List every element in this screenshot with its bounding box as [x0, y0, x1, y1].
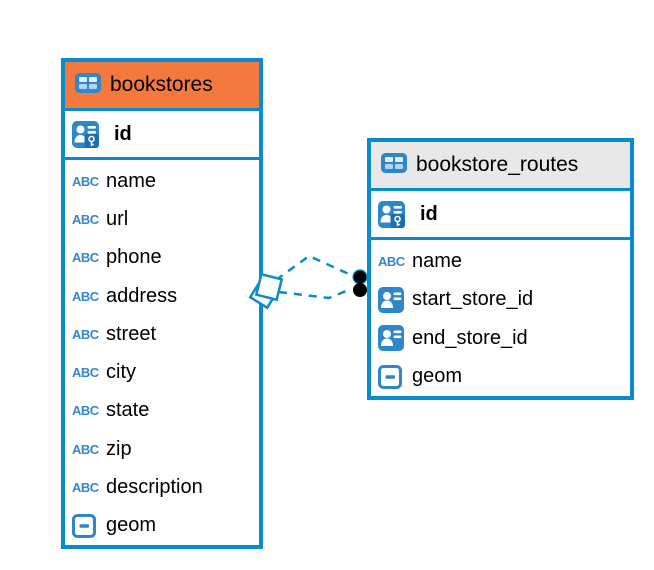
- column-row-description[interactable]: ABC description: [65, 468, 259, 507]
- text-type-icon: ABC: [72, 365, 99, 381]
- column-row-id[interactable]: id: [371, 191, 630, 240]
- column-row-phone[interactable]: ABC phone: [65, 238, 259, 277]
- geometry-type-icon: [378, 364, 412, 389]
- text-type-icon: ABC: [378, 253, 405, 269]
- column-row-id[interactable]: id: [65, 111, 259, 160]
- text-type-icon: ABC: [72, 403, 99, 419]
- column-row-address[interactable]: ABC address: [65, 276, 259, 316]
- relationship-target-dot-2[interactable]: [353, 283, 367, 297]
- primary-key-icon: [72, 120, 106, 148]
- table-icon: [381, 152, 407, 178]
- text-type-icon: ABC: [72, 288, 99, 304]
- column-row-geom[interactable]: geom: [371, 357, 630, 396]
- table-title: bookstore_routes: [416, 153, 579, 176]
- column-row-geom[interactable]: geom: [65, 506, 259, 545]
- table-bookstores[interactable]: bookstores id ABC name: [61, 58, 263, 549]
- text-type-icon: ABC: [72, 250, 99, 266]
- foreign-key-icon: [378, 325, 412, 352]
- relationship-line-2[interactable]: [278, 287, 352, 300]
- table-header-bookstore-routes[interactable]: bookstore_routes: [371, 142, 630, 191]
- column-row-name[interactable]: ABC name: [371, 242, 630, 281]
- column-row-street[interactable]: ABC street: [65, 315, 259, 354]
- column-row-state[interactable]: ABC state: [65, 391, 259, 431]
- column-row-end-store-id[interactable]: end_store_id: [371, 319, 630, 358]
- column-row-zip[interactable]: ABC zip: [65, 430, 259, 469]
- text-type-icon: ABC: [72, 211, 99, 227]
- primary-key-icon: [378, 200, 412, 228]
- table-header-bookstores[interactable]: bookstores: [65, 62, 259, 111]
- column-list: ABC name start_store_id: [371, 240, 630, 396]
- text-type-icon: ABC: [72, 173, 99, 189]
- column-row-city[interactable]: ABC city: [65, 353, 259, 392]
- table-bookstore-routes[interactable]: bookstore_routes id ABC name: [367, 138, 634, 400]
- text-type-icon: ABC: [72, 441, 99, 457]
- foreign-key-icon: [378, 286, 412, 313]
- primary-key-label: id: [420, 202, 438, 225]
- table-title: bookstores: [110, 73, 213, 96]
- column-row-start-store-id[interactable]: start_store_id: [371, 280, 630, 319]
- column-row-name[interactable]: ABC name: [65, 162, 259, 201]
- relationship-line-1[interactable]: [275, 254, 352, 282]
- column-row-url[interactable]: ABC url: [65, 200, 259, 239]
- column-list: ABC name ABC url ABC phone ABC address A…: [65, 160, 259, 545]
- geometry-type-icon: [72, 513, 106, 538]
- text-type-icon: ABC: [72, 326, 99, 342]
- text-type-icon: ABC: [72, 480, 99, 496]
- primary-key-label: id: [114, 122, 132, 145]
- relationship-target-dot-1[interactable]: [352, 269, 368, 285]
- table-icon: [75, 72, 101, 98]
